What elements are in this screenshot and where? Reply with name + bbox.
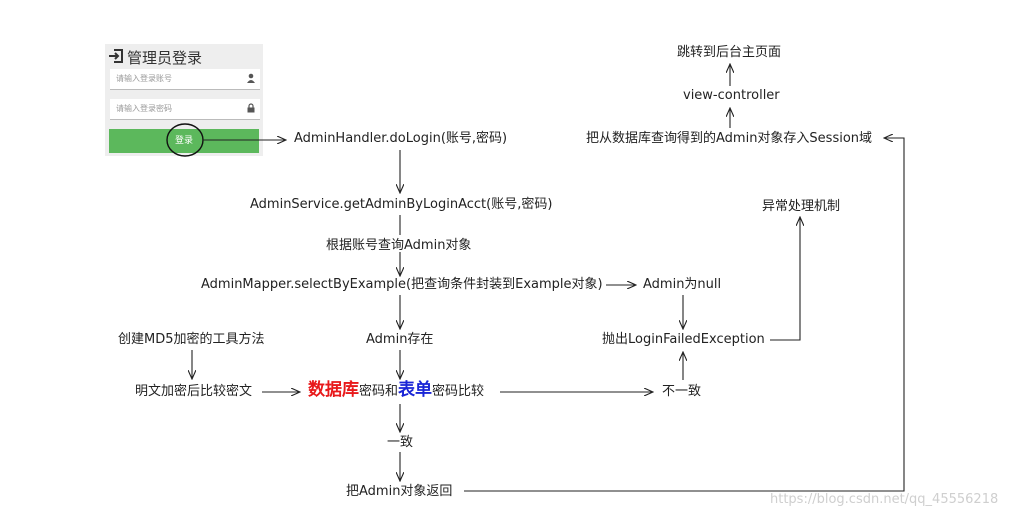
node-compare: 数据库密码和表单密码比较: [308, 382, 484, 400]
compare-end-text: 密码比较: [432, 384, 485, 399]
node-exception-mechanism: 异常处理机制: [762, 199, 841, 214]
node-mapper-select: AdminMapper.selectByExample(把查询条件封装到Exam…: [201, 277, 603, 292]
sign-in-icon: [109, 49, 123, 63]
watermark-url: https://blog.csdn.net/qq_45556218: [770, 492, 999, 507]
node-view-controller: view-controller: [683, 88, 780, 103]
login-title: 管理员登录: [127, 49, 203, 67]
compare-form-text: 表单: [398, 380, 433, 400]
lock-icon: [247, 103, 255, 113]
compare-db-text: 数据库: [308, 380, 359, 400]
password-input[interactable]: 请输入登录密码: [110, 99, 260, 120]
login-button-highlight: [166, 123, 204, 157]
login-panel: 管理员登录 请输入登录账号 请输入登录密码 登录: [105, 44, 263, 156]
node-admin-exists: Admin存在: [366, 332, 434, 347]
node-create-md5: 创建MD5加密的工具方法: [118, 332, 265, 347]
node-plain-encrypt: 明文加密后比较密文: [135, 384, 253, 399]
node-save-session: 把从数据库查询得到的Admin对象存入Session域: [586, 131, 873, 146]
node-match: 一致: [387, 435, 414, 450]
login-button[interactable]: 登录: [109, 129, 259, 153]
node-return-admin: 把Admin对象返回: [346, 484, 453, 499]
user-icon: [247, 73, 255, 83]
node-admin-null: Admin为null: [643, 277, 722, 292]
arrow-return-to-session: [464, 138, 905, 492]
node-query-by-acct: 根据账号查询Admin对象: [326, 238, 472, 253]
password-placeholder: 请输入登录密码: [116, 104, 172, 113]
node-throw-exception: 抛出LoginFailedException: [602, 332, 765, 347]
compare-mid-text: 密码和: [359, 384, 399, 399]
arrow-throw-to-mechanism: [770, 217, 800, 341]
node-mismatch: 不一致: [662, 384, 702, 399]
node-service-get: AdminService.getAdminByLoginAcct(账号,密码): [250, 197, 553, 212]
node-do-login: AdminHandler.doLogin(账号,密码): [294, 131, 508, 146]
account-input[interactable]: 请输入登录账号: [110, 69, 260, 90]
node-jump-main: 跳转到后台主页面: [677, 45, 782, 60]
account-placeholder: 请输入登录账号: [116, 74, 172, 83]
